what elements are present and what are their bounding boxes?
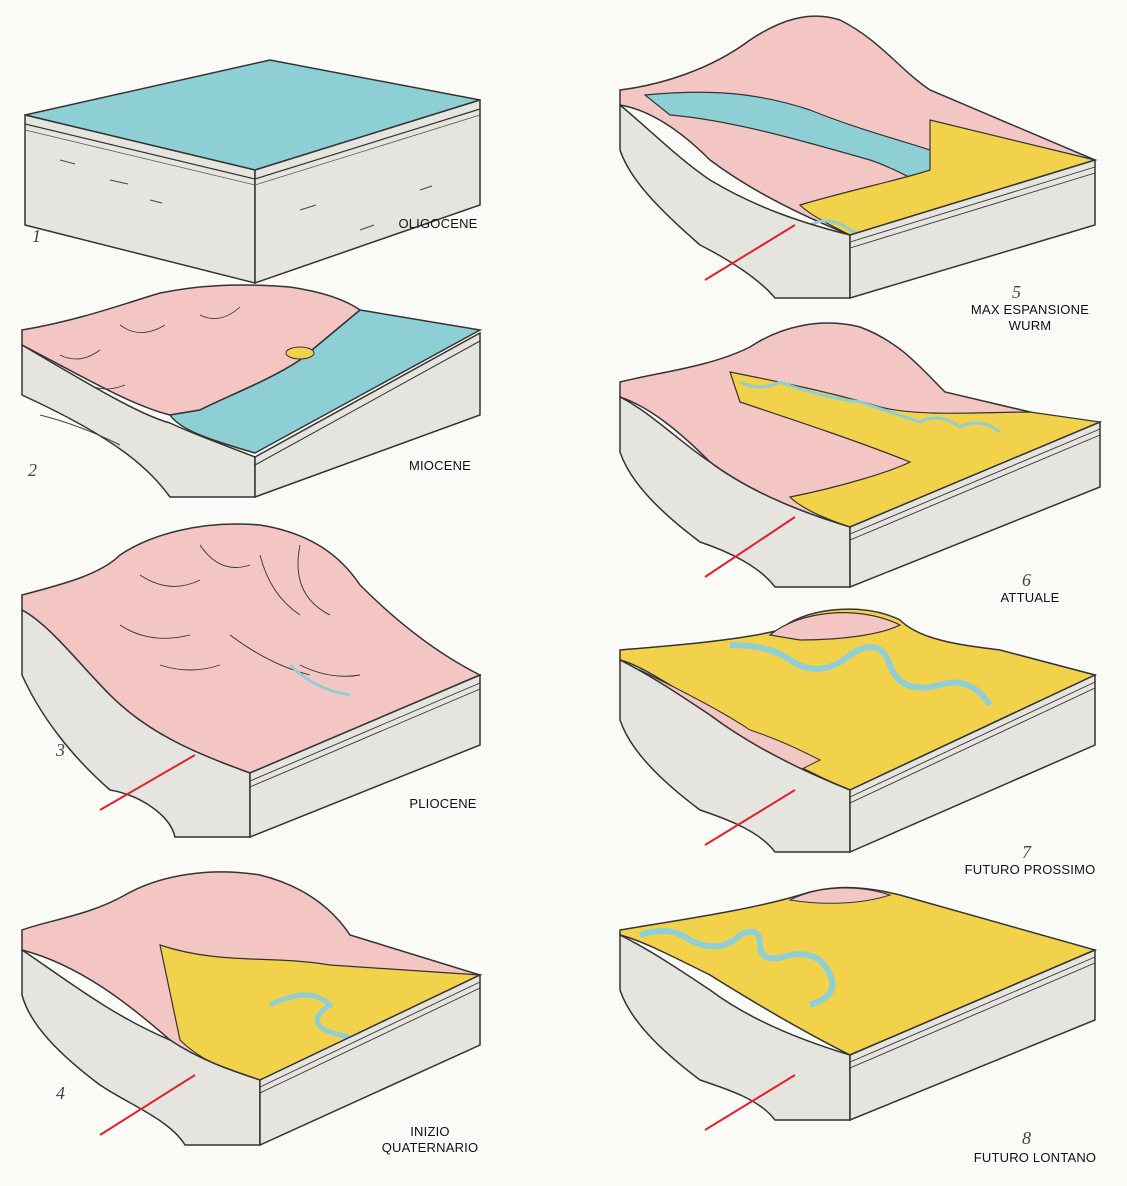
panel-number-2: 2 (28, 460, 37, 481)
panel-number-8: 8 (1022, 1128, 1031, 1149)
panel-number-1: 1 (32, 226, 41, 247)
panel-number-7: 7 (1022, 842, 1031, 863)
block-diagram-7 (600, 600, 1127, 880)
panel-label-2: MIOCENE (395, 458, 485, 474)
block-diagram-6 (600, 312, 1127, 592)
block-diagram-2 (0, 265, 560, 525)
block-diagram-8 (600, 880, 1127, 1170)
panel-number-4: 4 (56, 1083, 65, 1104)
block-diagram-1 (0, 40, 560, 300)
block-diagram-5 (600, 0, 1127, 300)
panel-number-3: 3 (56, 740, 65, 761)
panel-label-8: FUTURO LONTANO (965, 1150, 1105, 1166)
panel-label-7: FUTURO PROSSIMO (960, 862, 1100, 878)
panel-label-1: OLIGOCENE (388, 216, 488, 232)
panel-label-4: INIZIO QUATERNARIO (370, 1124, 490, 1156)
panel-label-4-line1: INIZIO (370, 1124, 490, 1140)
panel-label-3: PLIOCENE (398, 796, 488, 812)
panel-number-6: 6 (1022, 570, 1031, 591)
panel-label-4-line2: QUATERNARIO (370, 1140, 490, 1156)
panel-number-5: 5 (1012, 282, 1021, 303)
